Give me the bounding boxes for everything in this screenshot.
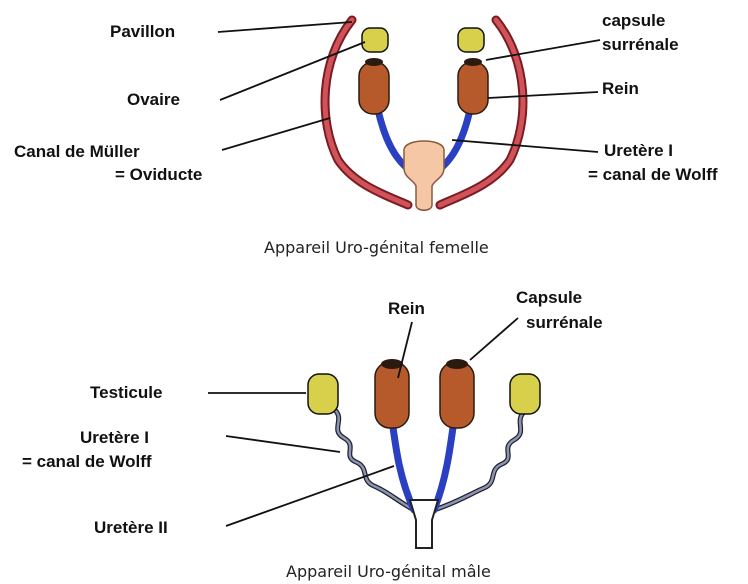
leader-line <box>220 42 365 100</box>
label-testicule: Testicule <box>90 383 162 402</box>
label-rein-male: Rein <box>388 299 425 318</box>
leader-line <box>226 466 394 526</box>
leader-line <box>486 40 600 60</box>
male-kidney-left <box>375 362 409 428</box>
male-adrenal-right <box>446 359 468 369</box>
leader-line <box>452 140 598 152</box>
male-testis-left <box>308 374 338 414</box>
label-oviducte: = Oviducte <box>115 165 202 184</box>
female-diagram: Pavillon Ovaire Canal de Müller = Oviduc… <box>14 11 718 257</box>
leader-line <box>226 436 340 452</box>
leader-line <box>218 22 352 32</box>
label-ovaire: Ovaire <box>127 90 180 109</box>
female-adrenal-right <box>464 58 482 66</box>
female-ovary-left <box>362 28 388 52</box>
label-wolff-female: = canal de Wolff <box>588 165 718 184</box>
label-canal-muller: Canal de Müller <box>14 142 140 161</box>
label-capsule-male: Capsule <box>516 288 582 307</box>
caption-male: Appareil Uro-génital mâle <box>286 562 491 581</box>
label-uretere2-male: Uretère II <box>94 518 168 537</box>
female-kidney-left <box>359 62 389 114</box>
female-cloaca <box>404 141 444 210</box>
male-ureter-right <box>434 420 454 510</box>
male-kidney-right <box>440 362 474 428</box>
male-diagram: Rein Capsule surrénale Testicule Uretère… <box>22 288 603 581</box>
label-uretere-female: Uretère I <box>604 141 673 160</box>
label-capsule-female: capsule <box>602 11 665 30</box>
label-rein-female: Rein <box>602 79 639 98</box>
label-surrenale-female: surrénale <box>602 35 679 54</box>
leader-line <box>470 318 518 360</box>
label-surrenale-male: surrénale <box>526 313 603 332</box>
male-cloaca-stem <box>410 500 438 548</box>
leader-line <box>488 92 598 98</box>
leader-line <box>222 118 330 150</box>
label-uretere1-male: Uretère I <box>80 428 149 447</box>
male-testis-right <box>510 374 540 414</box>
female-adrenal-left <box>365 58 383 66</box>
female-kidney-right <box>458 62 488 114</box>
label-pavillon: Pavillon <box>110 22 175 41</box>
label-wolff-male: = canal de Wolff <box>22 452 152 471</box>
female-ovary-right <box>458 28 484 52</box>
caption-female: Appareil Uro-génital femelle <box>264 238 489 257</box>
